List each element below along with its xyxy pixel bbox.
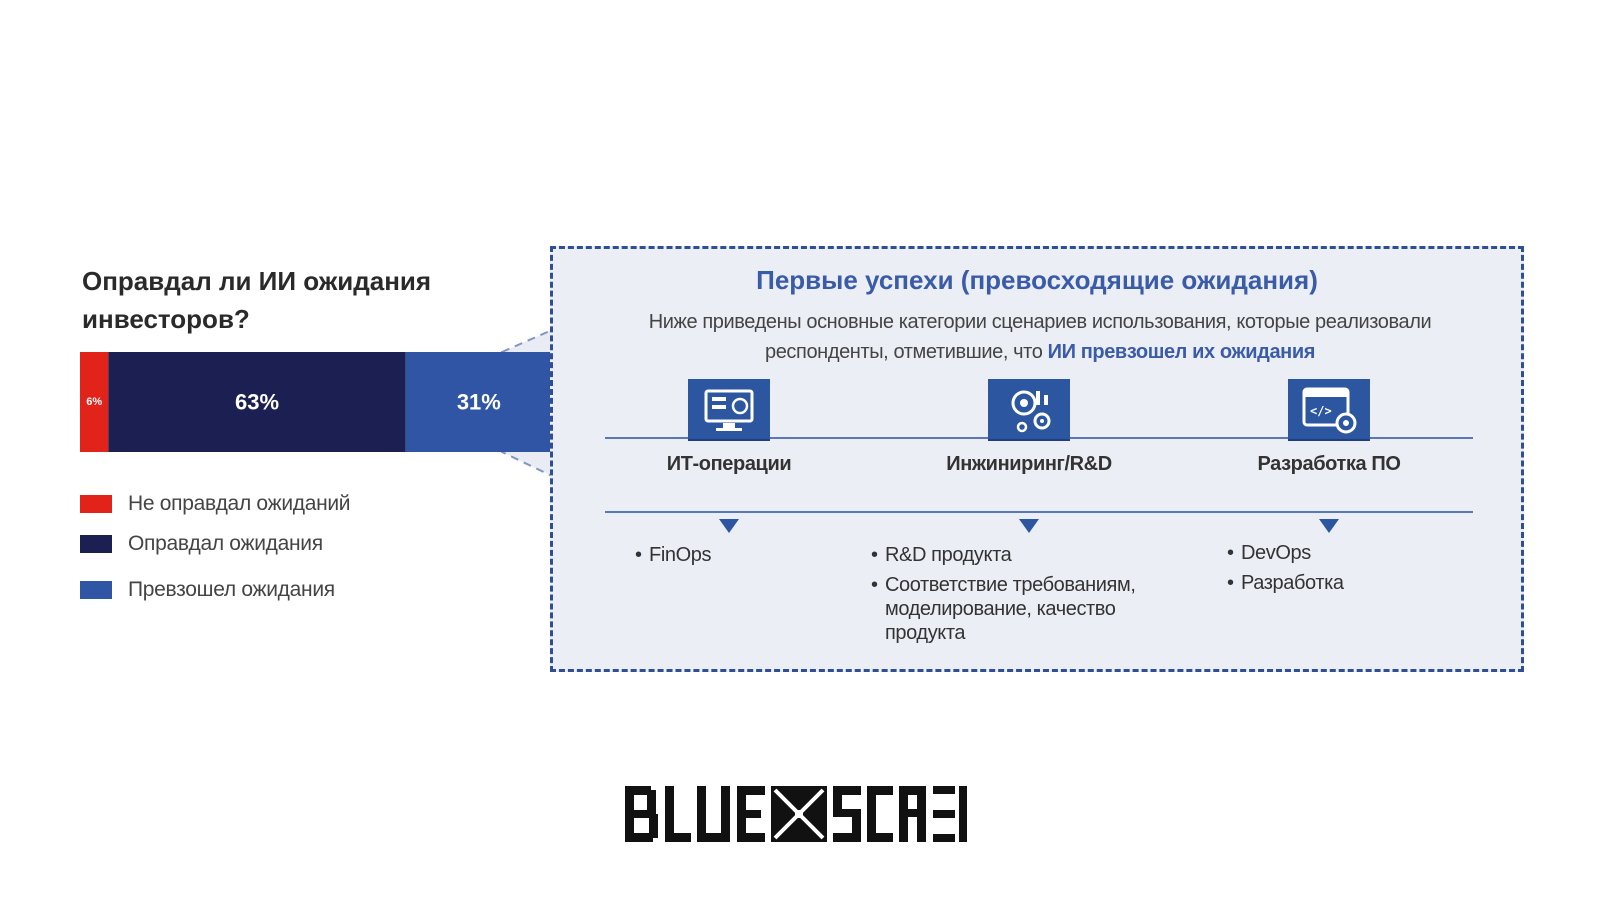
category-engineering-rd: Инжиниринг/R&D (899, 379, 1159, 476)
panel-subtitle-highlight: ИИ превзошел их ожидания (1047, 341, 1316, 363)
list-item: Соответствие требованиям, моделирование,… (871, 573, 1191, 645)
legend-label: Превзошел ожидания (128, 578, 335, 601)
data-label-exceeded: 31% (457, 390, 501, 415)
data-label-met: 63% (235, 390, 279, 415)
monitor-dashboard-icon (688, 379, 770, 441)
code-window-gear-icon: </> (1288, 379, 1370, 441)
legend-label: Оправдал ожидания (128, 532, 323, 555)
bar-segment-exceeded (405, 352, 552, 452)
arrow-down-icon (1319, 519, 1339, 533)
bluescreen-logo (625, 786, 967, 842)
legend-swatch-blue (80, 581, 112, 599)
panel-title: Первые успехи (превосходящие ожидания) (756, 265, 1318, 295)
first-successes-panel: Первые успехи (превосходящие ожидания) Н… (550, 246, 1524, 672)
use-case-list-rd: R&D продукта Соответствие требованиям, м… (871, 543, 1191, 651)
category-label: ИТ-операции (666, 453, 792, 475)
category-label: Инжиниринг/R&D (946, 453, 1112, 475)
svg-text:</>: </> (1310, 404, 1332, 418)
list-item: R&D продукта (871, 543, 1191, 567)
legend-item-not-met: Не оправдал ожиданий (80, 492, 351, 516)
legend-item-exceeded: Превзошел ожидания (80, 578, 335, 602)
category-it-operations: ИТ-операции (599, 379, 859, 476)
arrow-down-icon (1019, 519, 1039, 533)
bar-segment-not-met (80, 352, 109, 452)
list-item: Разработка (1227, 571, 1467, 595)
lower-divider-line (605, 511, 1473, 513)
panel-subtitle: Ниже приведены основные категории сценар… (593, 307, 1487, 367)
list-item: DevOps (1227, 541, 1467, 565)
bar-segments: 6% 63% 31% (80, 352, 552, 452)
use-case-list-dev: DevOps Разработка (1227, 541, 1467, 601)
category-label: Разработка ПО (1257, 453, 1401, 475)
use-case-list-it: FinOps (635, 543, 855, 573)
arrow-down-icon (719, 519, 739, 533)
list-item: FinOps (635, 543, 855, 567)
data-label-not-met: 6% (86, 396, 102, 408)
legend-swatch-red (80, 495, 112, 513)
legend-label: Не оправдал ожиданий (128, 492, 351, 515)
engineering-gears-icon (988, 379, 1070, 441)
chart-title: Оправдал ли ИИ ожидания инвесторов? (82, 266, 432, 334)
legend-swatch-navy (80, 535, 112, 553)
panel-subtitle-text: Ниже приведены основные категории сценар… (648, 311, 1432, 363)
legend-item-met: Оправдал ожидания (80, 532, 323, 556)
bar-segment-met (108, 352, 406, 452)
category-software-dev: </> Разработка ПО (1199, 379, 1459, 476)
